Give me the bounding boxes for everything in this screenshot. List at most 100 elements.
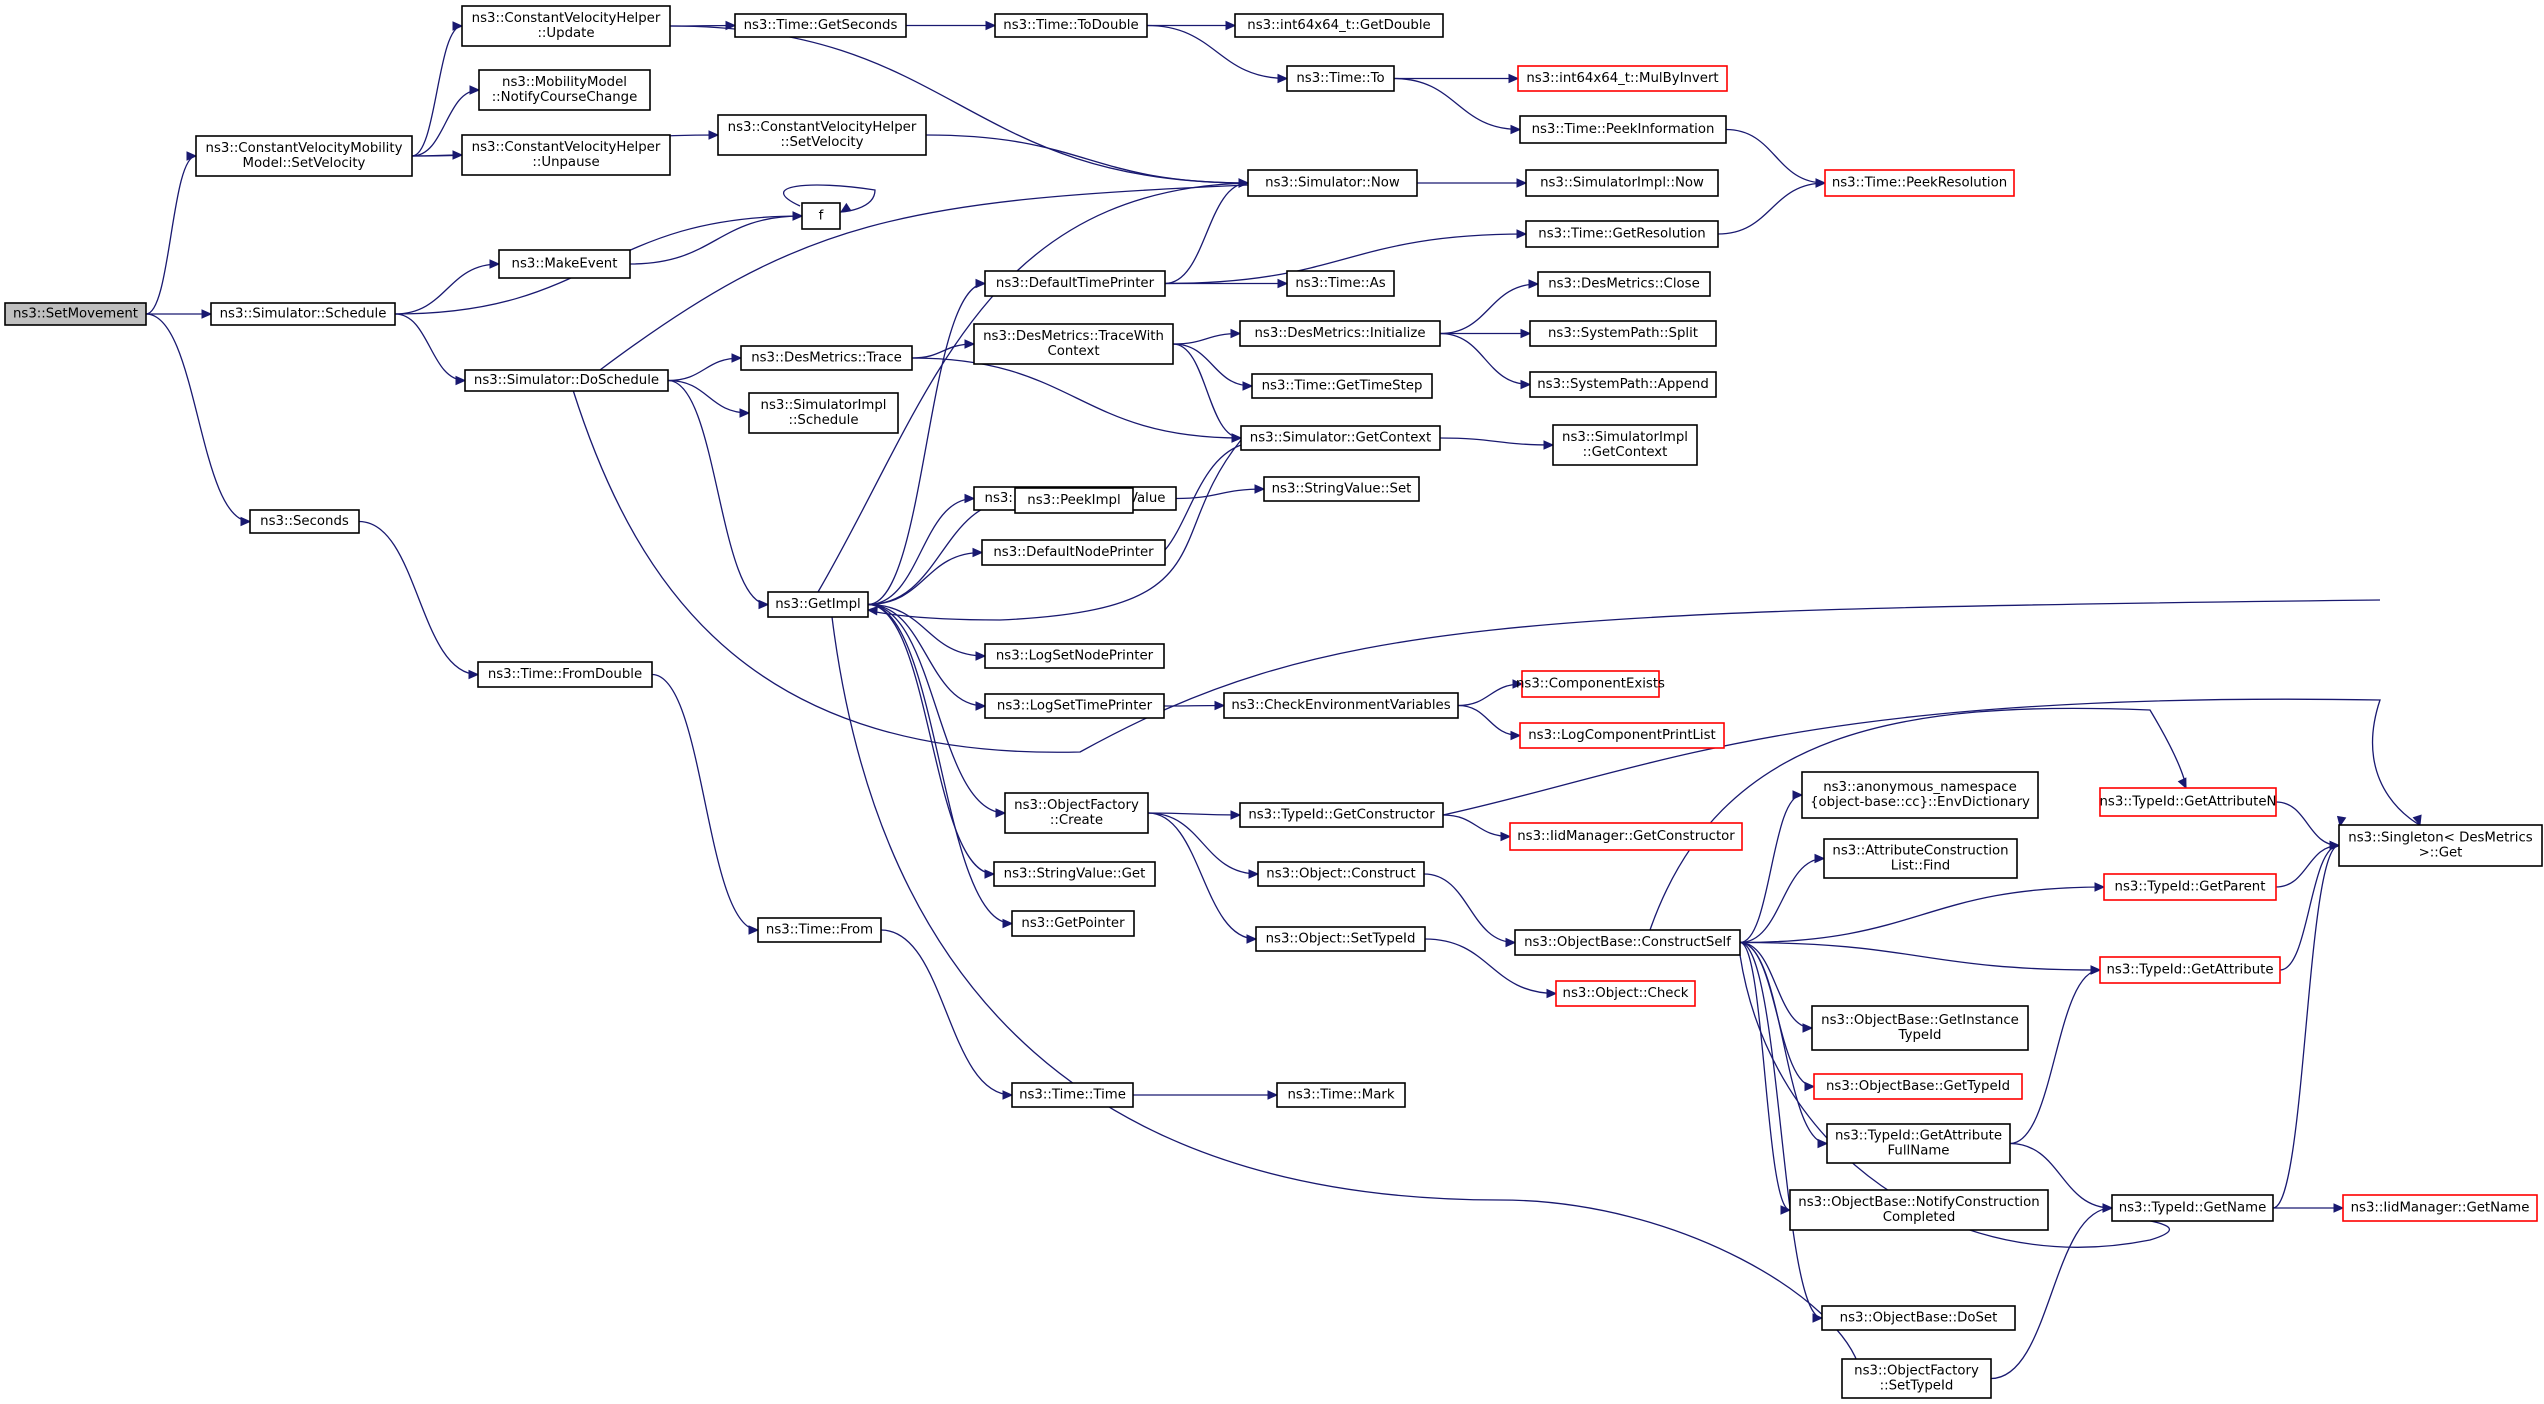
node-time_getseconds[interactable]: ns3::Time::GetSeconds [734,13,907,38]
edge-time_todouble-to-time_to [1146,24,1289,84]
node-sim_getcontext[interactable]: ns3::Simulator::GetContext [1240,425,1441,451]
arrowhead-icon [1242,381,1254,391]
node-sim_schedule[interactable]: ns3::Simulator::Schedule [210,302,396,326]
node-logsettimeprinter[interactable]: ns3::LogSetTimePrinter [984,693,1165,719]
node-typeid_getattributen[interactable]: ns3::TypeId::GetAttributeN [2099,787,2277,817]
edge-defaulttimeprinter-to-time_as [1165,278,1289,289]
arrowhead-icon [1277,73,1289,84]
node-box [1555,980,1696,1007]
node-object_construct[interactable]: ns3::Object::Construct [1257,861,1425,887]
node-simimpl_getcontext[interactable]: ns3::SimulatorImpl::GetContext [1552,424,1698,466]
node-mm_notify[interactable]: ns3::MobilityModel::NotifyCourseChange [478,69,651,111]
node-defaulttimeprinter[interactable]: ns3::DefaultTimePrinter [984,270,1166,297]
node-int64_mulbyinvert[interactable]: ns3::int64x64_t::MulByInvert [1517,65,1728,92]
node-stringvalue_set[interactable]: ns3::StringValue::Set [1263,476,1420,502]
node-label: ns3::int64x64_t::MulByInvert [1526,71,1718,86]
node-label: FullName [1888,1144,1950,1159]
node-label: ns3::DesMetrics::Initialize [1255,326,1426,341]
node-singleton_get[interactable]: ns3::Singleton< DesMetrics>::Get [2338,824,2543,867]
edge-setmovement-to-seconds [145,313,252,527]
node-typeid_getconstructor[interactable]: ns3::TypeId::GetConstructor [1239,802,1444,828]
node-label: ns3::Time::To [1296,71,1384,86]
node-doschedule[interactable]: ns3::Simulator::DoSchedule [464,369,669,392]
node-typeid_getname[interactable]: ns3::TypeId::GetName [2111,1194,2274,1222]
node-sim_now[interactable]: ns3::Simulator::Now [1247,169,1418,197]
node-int64_getdouble[interactable]: ns3::int64x64_t::GetDouble [1234,13,1444,38]
node-typeid_getattribute[interactable]: ns3::TypeId::GetAttribute [2099,956,2281,984]
node-stringvalue_get[interactable]: ns3::StringValue::Get [993,861,1156,887]
node-getimpl[interactable]: ns3::GetImpl [767,591,869,618]
node-cvh_update[interactable]: ns3::ConstantVelocityHelper::Update [461,5,671,47]
node-object_settypeid[interactable]: ns3::Object::SetTypeId [1255,926,1426,952]
edge-line [2275,844,2340,888]
node-box [767,591,869,618]
node-cvh_setvelocity[interactable]: ns3::ConstantVelocityHelper::SetVelocity [717,114,927,156]
arrowhead-icon [1505,937,1517,948]
node-time_peekinfo[interactable]: ns3::Time::PeekInformation [1519,115,1727,144]
node-time_as[interactable]: ns3::Time::As [1286,270,1395,297]
edge-line [867,603,1013,925]
node-time_fromdouble[interactable]: ns3::Time::FromDouble [477,661,653,688]
node-defaultnodeprinter[interactable]: ns3::DefaultNodePrinter [981,539,1166,566]
edge-getimpl-to-defaulttimeprinter [867,278,987,606]
node-seconds[interactable]: ns3::Seconds [249,509,360,534]
node-cvm_setvelocity[interactable]: ns3::ConstantVelocityMobilityModel::SetV… [195,135,413,177]
node-time_gettimestep[interactable]: ns3::Time::GetTimeStep [1251,373,1433,399]
node-notifyconstruction[interactable]: ns3::ObjectBase::NotifyConstructionCompl… [1789,1189,2049,1231]
edge-constructself-to-notifyconstruction [1739,941,1792,1215]
edge-doschedule-to-simimpl_schedule [667,379,751,418]
node-logcomponentprintlist[interactable]: ns3::LogComponentPrintList [1519,722,1725,749]
node-object_check[interactable]: ns3::Object::Check [1555,980,1696,1007]
edge-line [867,603,986,707]
node-time_to[interactable]: ns3::Time::To [1286,65,1395,92]
node-time_todouble[interactable]: ns3::Time::ToDouble [994,13,1148,38]
node-time_getres[interactable]: ns3::Time::GetResolution [1525,220,1719,248]
node-label: Completed [1883,1210,1956,1225]
node-systempath_split[interactable]: ns3::SystemPath::Split [1529,320,1717,347]
node-constructself[interactable]: ns3::ObjectBase::ConstructSelf [1514,929,1741,956]
node-simimpl_schedule[interactable]: ns3::SimulatorImpl::Schedule [748,392,899,434]
edge-object_construct-to-constructself [1423,873,1517,948]
node-iidmanager_getconstructor[interactable]: ns3::IidManager::GetConstructor [1509,822,1743,851]
node-componentexists[interactable]: ns3::ComponentExists [1516,670,1665,698]
node-desmetrics_close[interactable]: ns3::DesMetrics::Close [1537,271,1711,297]
node-iidmanager_getname[interactable]: ns3::IidManager::GetName [2342,1194,2538,1222]
node-f[interactable]: f [801,202,841,230]
node-simimpl_now[interactable]: ns3::SimulatorImpl::Now [1525,169,1719,197]
edge-checkenv-to-componentexists [1457,679,1524,707]
node-time_time[interactable]: ns3::Time::Time [1011,1082,1134,1108]
node-desmetrics_trace[interactable]: ns3::DesMetrics::Trace [740,345,913,371]
node-objbase_doset[interactable]: ns3::ObjectBase::DoSet [1821,1305,2016,1331]
node-box [478,69,651,111]
node-time_peekres[interactable]: ns3::Time::PeekResolution [1824,169,2015,197]
node-objectfactory_settypeid[interactable]: ns3::ObjectFactory::SetTypeId [1841,1358,1992,1399]
arrowhead-icon [1802,1023,1814,1033]
node-cvh_unpause[interactable]: ns3::ConstantVelocityHelper::Unpause [461,134,671,176]
node-envdictionary[interactable]: ns3::anonymous_namespace{object-base::cc… [1801,771,2039,819]
node-label: ns3::LogSetTimePrinter [997,699,1153,714]
edge-desmetrics_init-to-systempath_append [1439,332,1532,390]
edge-line [911,357,1242,439]
edge-constructself-to-typeid_getparent [1739,882,2106,944]
node-label: f [819,209,824,224]
arrowhead-icon [975,701,987,711]
node-logsetnodeprinter[interactable]: ns3::LogSetNodePrinter [984,643,1165,669]
node-peekimpl[interactable]: ns3::PeekImpl [1014,487,1134,514]
node-objbase_gettypeid[interactable]: ns3::ObjectBase::GetTypeId [1813,1073,2023,1100]
edge-line [1172,343,1253,387]
node-objectfactory_create[interactable]: ns3::ObjectFactory::Create [1004,792,1149,834]
node-systempath_append[interactable]: ns3::SystemPath::Append [1529,371,1717,398]
node-desmetrics_init[interactable]: ns3::DesMetrics::Initialize [1239,320,1441,347]
edge-line [394,313,466,382]
node-getpointer[interactable]: ns3::GetPointer [1011,910,1135,937]
node-makeevent[interactable]: ns3::MakeEvent [498,249,631,279]
node-checkenv[interactable]: ns3::CheckEnvironmentVariables [1223,692,1459,719]
node-box [1257,861,1425,887]
node-typeid_getparent[interactable]: ns3::TypeId::GetParent [2103,873,2277,901]
node-time_mark[interactable]: ns3::Time::Mark [1276,1082,1406,1108]
node-time_from[interactable]: ns3::Time::From [757,917,882,943]
